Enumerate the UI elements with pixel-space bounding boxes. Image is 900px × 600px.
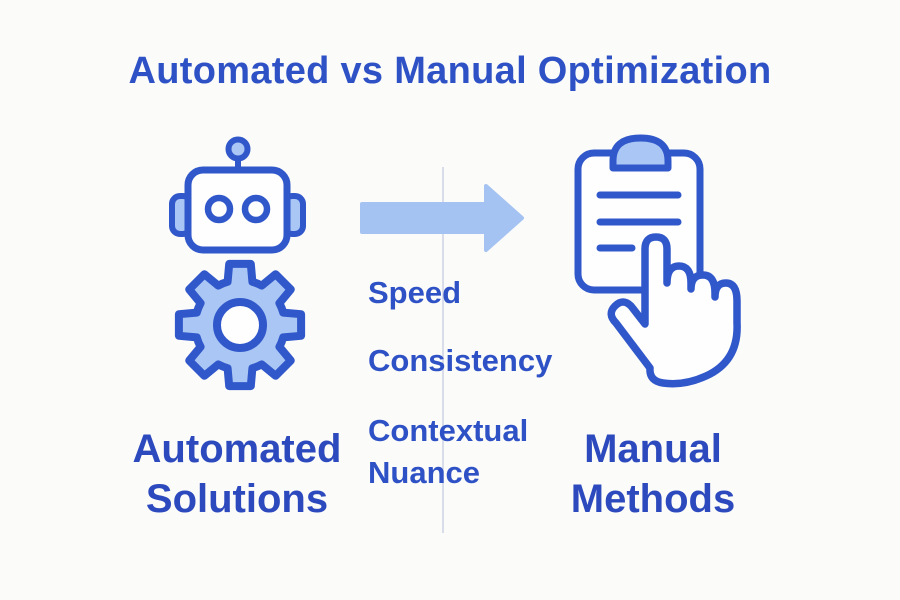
diagram-title: Automated vs Manual Optimization — [128, 50, 772, 92]
benefit-contextual-nuance: Contextual Nuance — [368, 413, 529, 490]
clipboard-hand-icon — [574, 134, 741, 388]
arrow-shape — [360, 184, 524, 252]
benefit-speed: Speed — [368, 275, 462, 310]
clipboard-clip — [609, 134, 672, 172]
robot-eye-left — [204, 194, 234, 224]
vertical-divider — [442, 167, 444, 533]
benefit-consistency: Consistency — [368, 343, 553, 378]
robot-head — [184, 166, 291, 254]
robot-eye-right — [241, 194, 271, 224]
gear-icon — [174, 259, 306, 391]
hand-pointer — [607, 233, 741, 388]
robot-antenna-ball — [225, 136, 251, 162]
automated-solutions-label: Automated Solutions — [132, 427, 342, 521]
robot-icon — [169, 136, 306, 254]
manual-methods-label: Manual Methods — [570, 427, 736, 521]
gear-center-hole — [213, 298, 267, 352]
arrow-right-icon — [360, 184, 524, 252]
